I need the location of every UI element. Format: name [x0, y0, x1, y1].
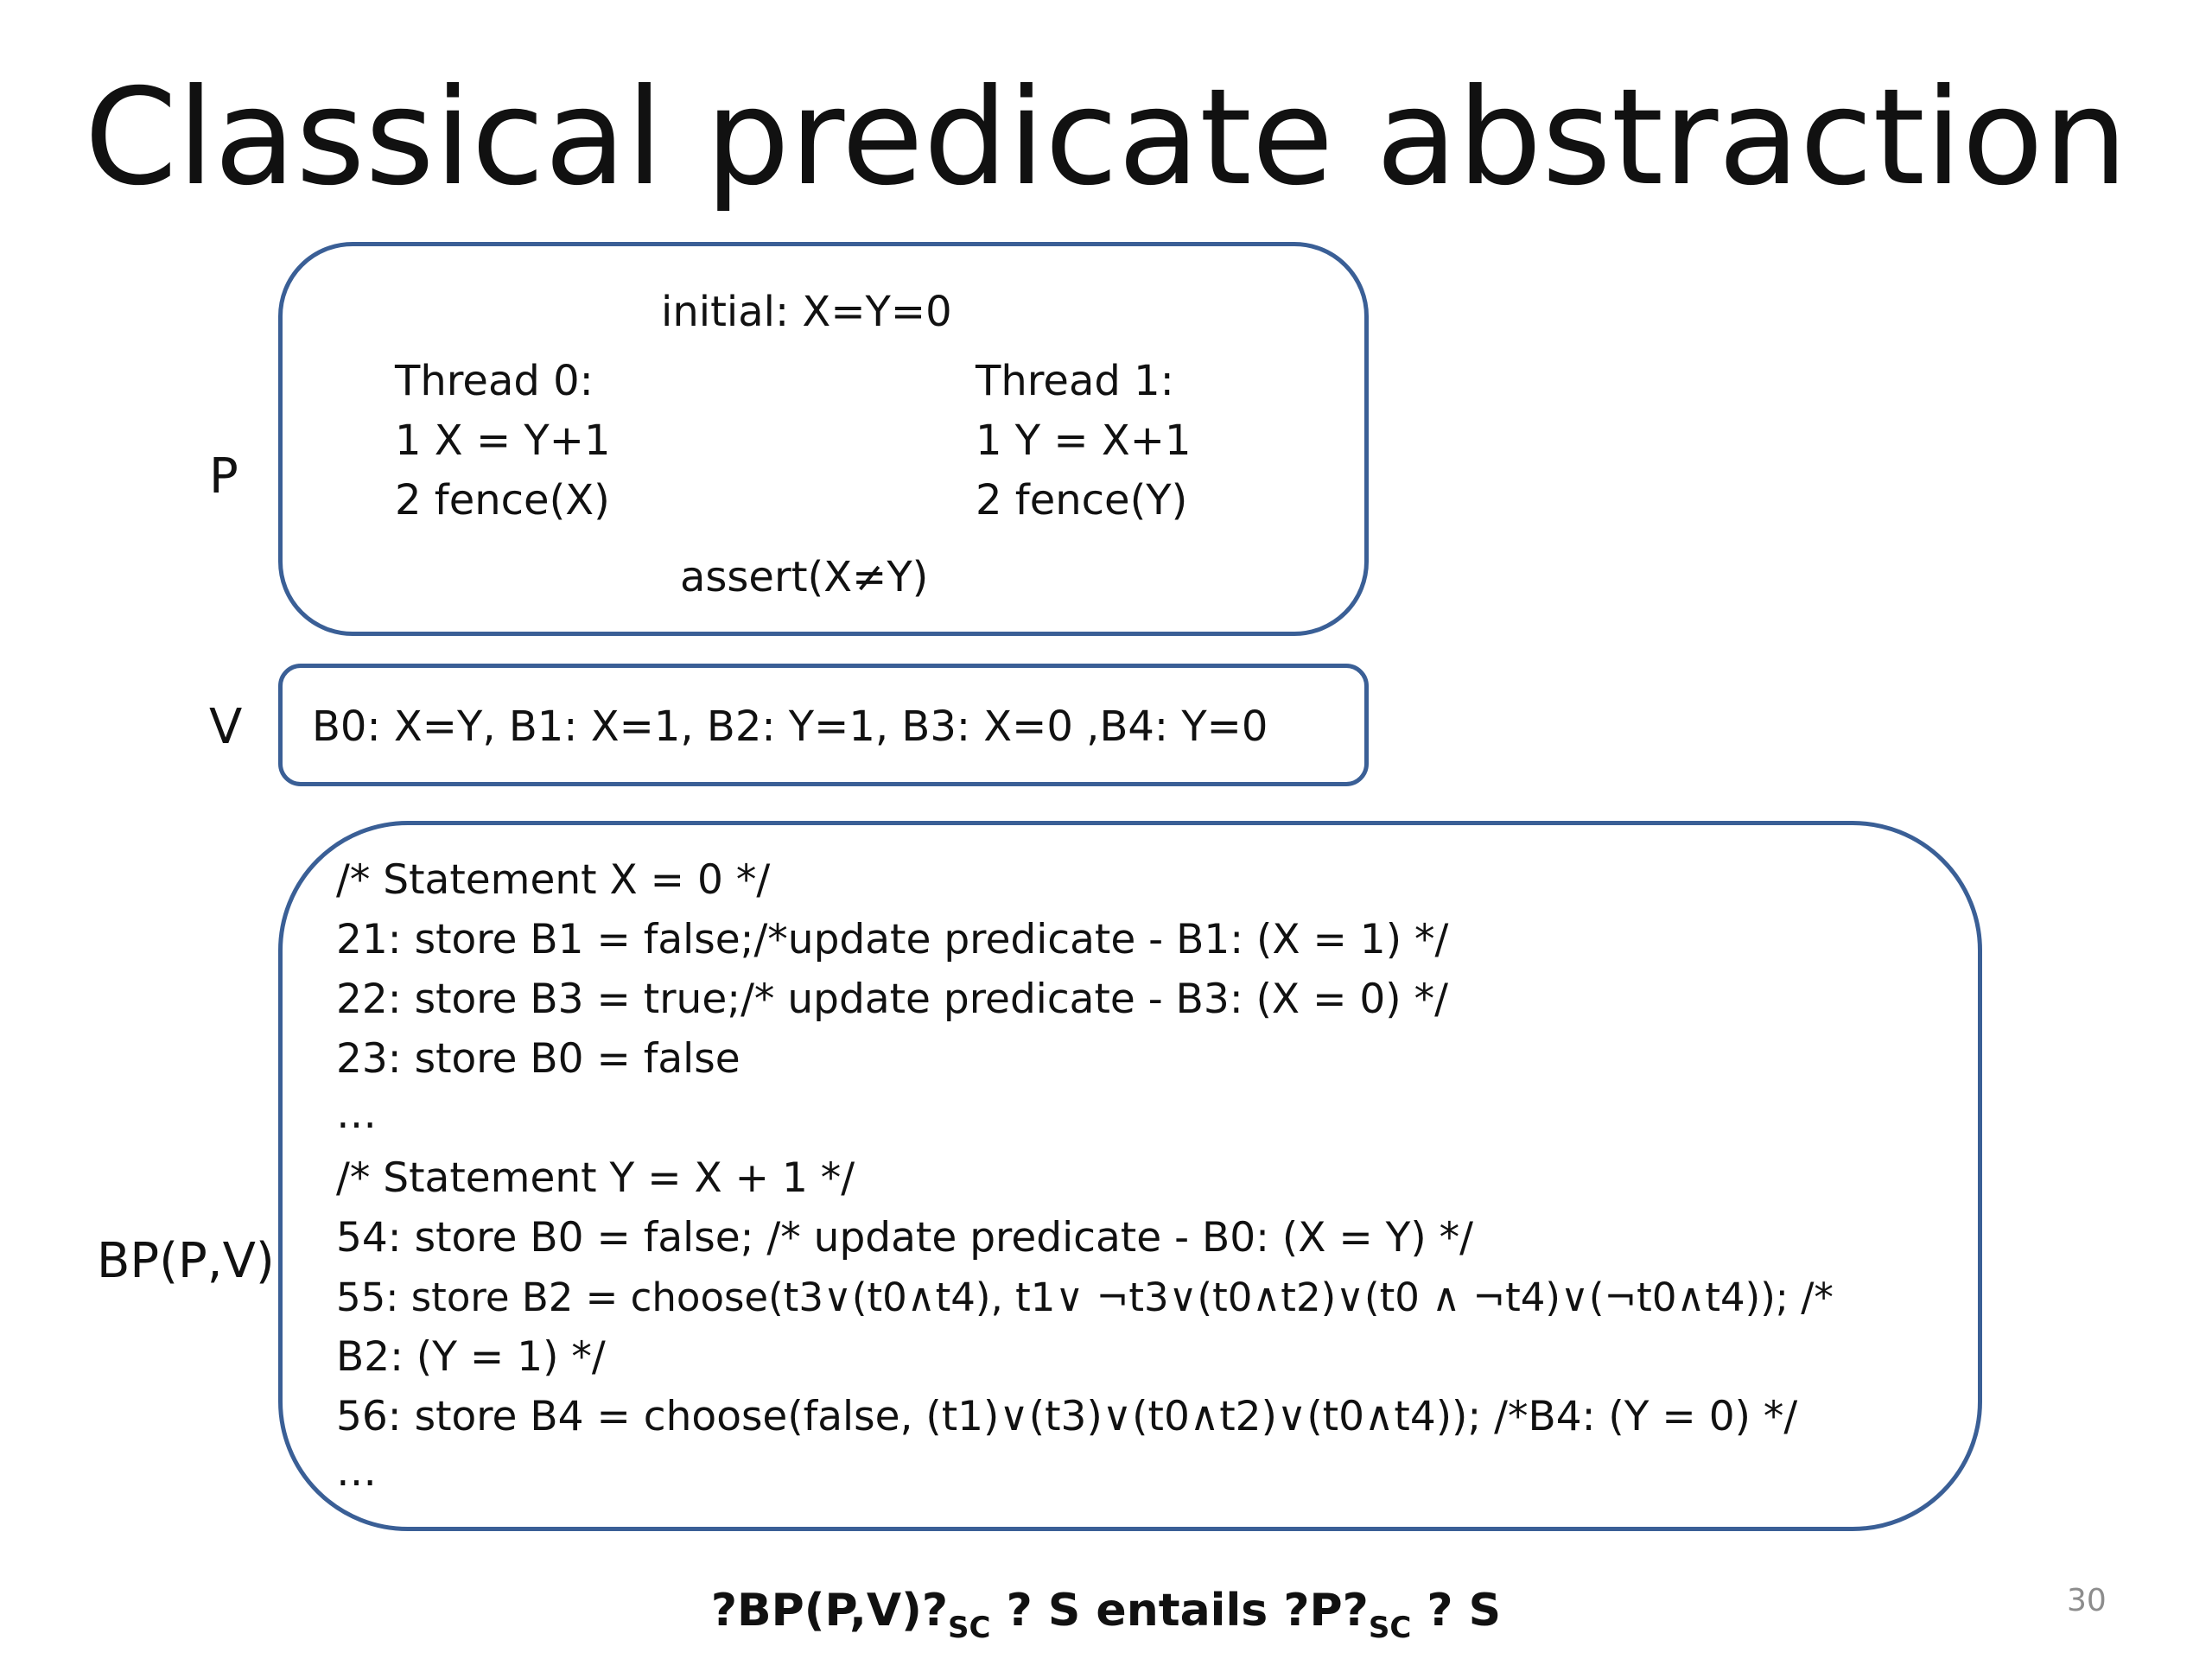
code-line: 23: store B0 = false — [336, 1035, 741, 1083]
unknown-glyph: ? — [710, 1585, 738, 1637]
unknown-glyph: ? — [1283, 1585, 1310, 1637]
thread0-line-2: 2 fence(X) — [395, 476, 610, 524]
footer-entails: S entails — [1032, 1585, 1284, 1637]
unknown-glyph: ? — [1342, 1585, 1369, 1637]
footer-sub-sc: SC — [948, 1611, 991, 1645]
unknown-glyph: ? — [1427, 1585, 1453, 1637]
initial-condition: initial: X=Y=0 — [661, 288, 952, 336]
footer-bp: BP(P,V) — [737, 1585, 922, 1637]
ellipsis: … — [336, 1448, 377, 1496]
label-p: P — [209, 448, 238, 505]
page-number: 30 — [2067, 1583, 2107, 1618]
assertion: assert(X≠Y) — [680, 553, 929, 601]
unknown-glyph: ? — [921, 1585, 949, 1637]
footer-sub-sc: SC — [1368, 1611, 1412, 1645]
code-line: B2: (Y = 1) */ — [336, 1333, 606, 1381]
thread1-line-2: 2 fence(Y) — [976, 476, 1188, 524]
thread0-header: Thread 0: — [395, 357, 594, 405]
code-line: 22: store B3 = true;/* update predicate … — [336, 976, 1448, 1023]
footer-formula: ?BP(P,V)?SC ? S entails ?P?SC ? S — [0, 1583, 2212, 1656]
boolean-program-box: /* Statement X = 0 */ 21: store B1 = fal… — [278, 821, 1982, 1531]
code-line: /* Statement X = 0 */ — [336, 856, 771, 904]
predicates-text: B0: X=Y, B1: X=1, B2: Y=1, B3: X=0 ,B4: … — [312, 702, 1268, 751]
code-line: 55: store B2 = choose(t3∨(t0∧t4), t1∨ ¬t… — [336, 1274, 1834, 1320]
predicates-box: B0: X=Y, B1: X=1, B2: Y=1, B3: X=0 ,B4: … — [278, 664, 1369, 786]
unknown-glyph: ? — [1006, 1585, 1033, 1637]
slide-title: Classical predicate abstraction — [84, 60, 2128, 215]
program-box: initial: X=Y=0 Thread 0: 1 X = Y+1 2 fen… — [278, 242, 1369, 636]
footer-p: P — [1309, 1585, 1343, 1637]
footer-s: S — [1452, 1585, 1502, 1637]
code-line: 56: store B4 = choose(false, (t1)∨(t3)∨(… — [336, 1393, 1798, 1440]
label-bp: BP(P,V) — [97, 1233, 275, 1289]
thread1-header: Thread 1: — [976, 357, 1174, 405]
code-line: /* Statement Y = X + 1 */ — [336, 1154, 855, 1202]
thread0-line-1: 1 X = Y+1 — [395, 416, 611, 465]
code-line: 54: store B0 = false; /* update predicat… — [336, 1214, 1473, 1262]
thread1-line-1: 1 Y = X+1 — [976, 416, 1192, 465]
ellipsis: … — [336, 1090, 377, 1138]
code-line: 21: store B1 = false;/*update predicate … — [336, 916, 1449, 963]
label-v: V — [209, 699, 243, 755]
